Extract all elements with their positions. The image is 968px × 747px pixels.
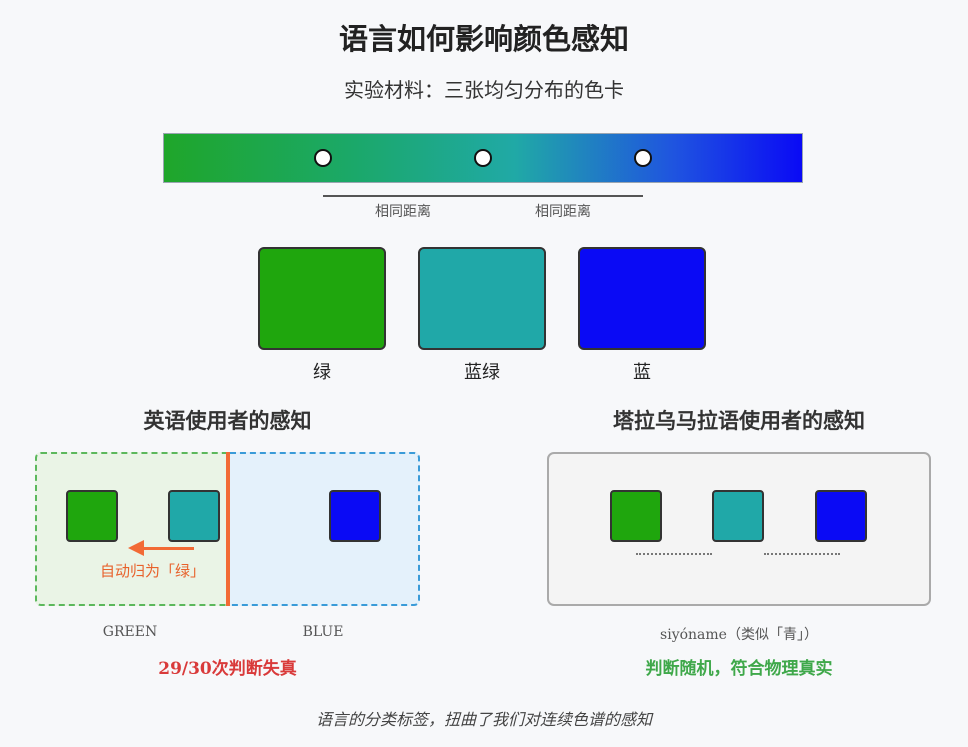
category-label-blue: BLUE (302, 624, 344, 640)
sample-point-marker (474, 149, 492, 167)
tarala-chip-green (610, 490, 662, 542)
tarala-chip-teal (712, 490, 764, 542)
page-title: 语言如何影响颜色感知 (338, 22, 629, 56)
color-card-blue (578, 247, 706, 350)
distance-label: 相同距离 (535, 204, 591, 220)
english-result: 29/30次判断失真 (158, 659, 297, 679)
english-chip-blue (329, 490, 381, 542)
color-card-label: 蓝绿 (464, 362, 500, 383)
english-chip-teal (168, 490, 220, 542)
dotted-separator (636, 553, 712, 555)
english-panel-heading: 英语使用者的感知 (143, 408, 312, 433)
tarala-chip-blue (815, 490, 867, 542)
english-chip-green (66, 490, 118, 542)
arrow-annotation: 自动归为「绿」 (100, 562, 206, 580)
category-label-siyoname: siyóname（类似「青」） (660, 627, 818, 643)
category-boundary (226, 452, 230, 606)
arrow-left-icon (128, 540, 144, 556)
color-card-label: 蓝 (633, 362, 651, 383)
sample-point-marker (634, 149, 652, 167)
footer-caption: 语言的分类标签，扭曲了我们对连续色谱的感知 (315, 710, 652, 729)
color-card-label: 绿 (313, 362, 331, 383)
distance-line (323, 195, 643, 197)
blue-category-zone (230, 452, 420, 606)
dotted-separator (764, 553, 840, 555)
arrow-shaft (144, 547, 194, 550)
sample-point-marker (314, 149, 332, 167)
color-card-teal (418, 247, 546, 350)
category-label-green: GREEN (102, 624, 158, 640)
distance-label: 相同距离 (375, 204, 431, 220)
tarala-panel-heading: 塔拉乌马拉语使用者的感知 (613, 408, 865, 433)
tarala-result: 判断随机，符合物理真实 (645, 659, 833, 679)
page-subtitle: 实验材料：三张均匀分布的色卡 (344, 78, 624, 102)
color-card-green (258, 247, 386, 350)
